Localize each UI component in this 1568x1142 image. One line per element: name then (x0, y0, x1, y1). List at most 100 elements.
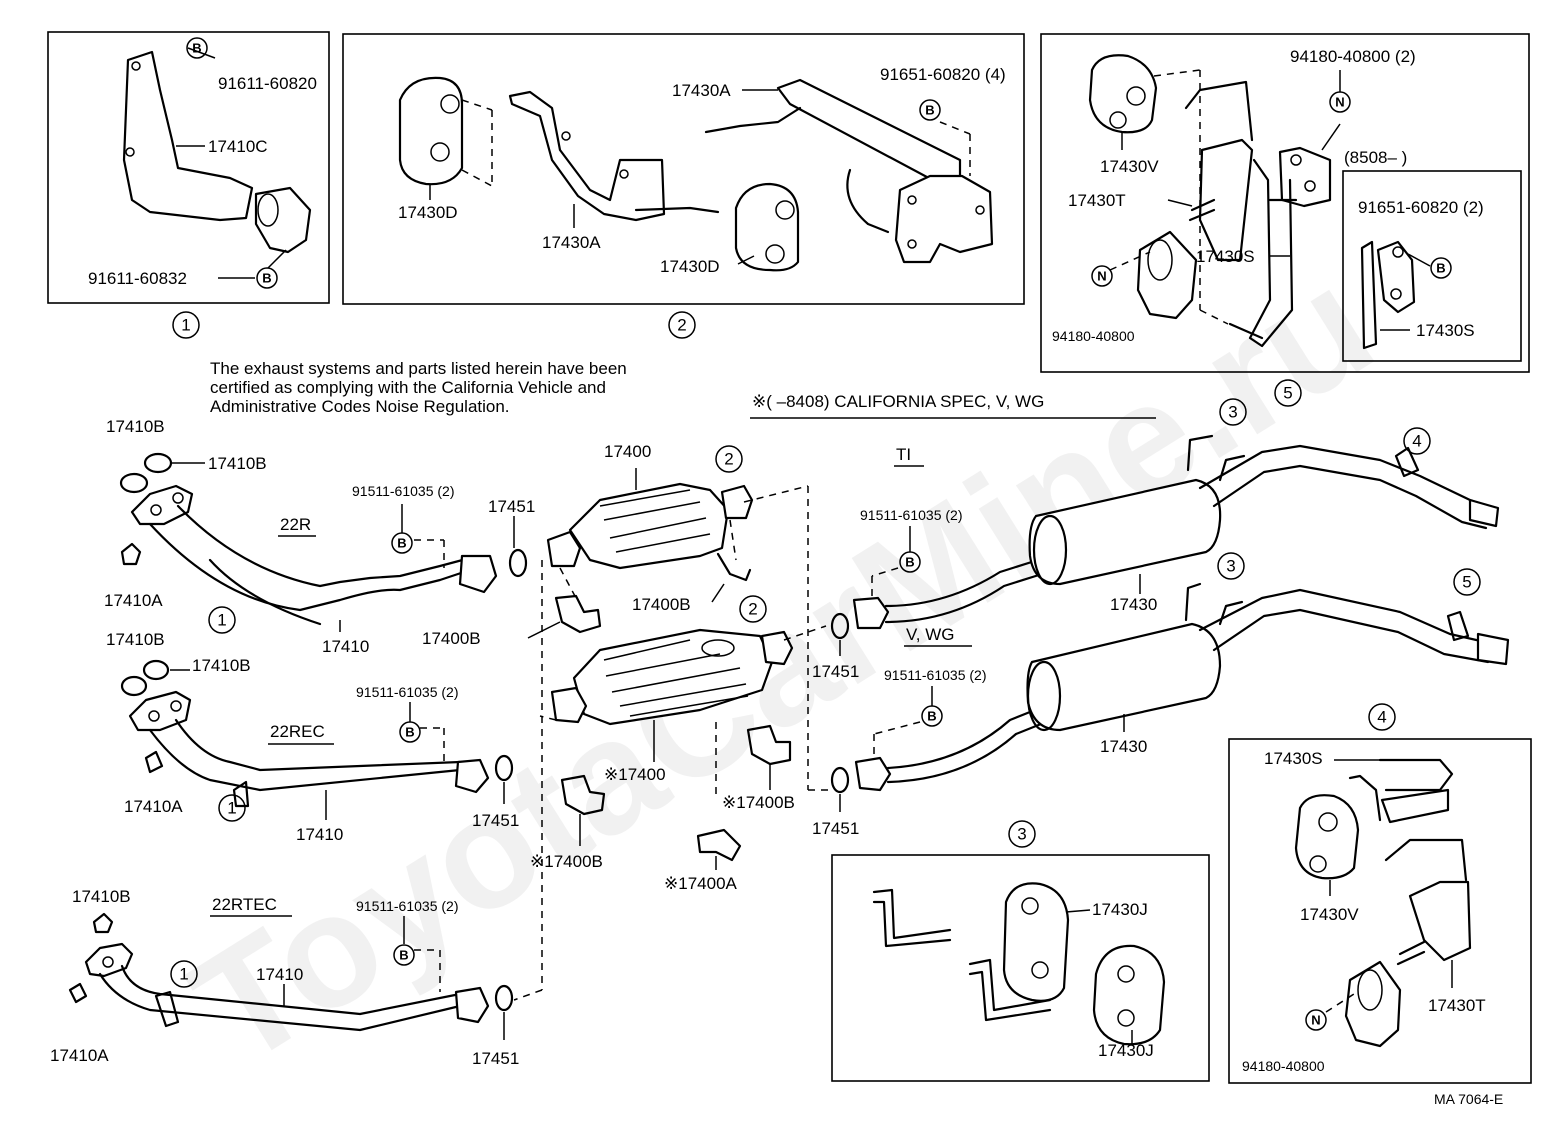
bolt-symbol (393, 944, 415, 966)
rubber-hanger-17430J-b (1092, 944, 1166, 1046)
label-17400B-california-1: ※17400B (722, 793, 795, 812)
label-17430S-c: 17430S (1264, 749, 1323, 768)
row-22rtec: 17410B 17410A 22RTEC 1 17410 91511-61035… (50, 887, 519, 1068)
bolt-symbol (921, 705, 943, 727)
callout-number: 2 (677, 316, 686, 335)
inset-3-hangers: 3 17430J 17430J (831, 820, 1210, 1082)
bracket-17430T (1198, 138, 1254, 262)
rubber-hanger-17430V-a (1088, 54, 1158, 134)
gasket-17451 (494, 984, 514, 1012)
gasket-17451 (508, 548, 528, 578)
callout-circle (1368, 703, 1396, 731)
vwg-label: V, WG (906, 625, 955, 644)
engine-22r-label: 22R (280, 515, 311, 534)
label-17430S-b: 17430S (1416, 321, 1475, 340)
nut-symbol-letter: N (1311, 1013, 1320, 1028)
label-17410A-2: 17410A (124, 797, 183, 816)
inset-2-frame (342, 33, 1025, 305)
bolt-symbol-letter: B (262, 271, 271, 286)
label-17400-california: ※17400 (604, 765, 666, 784)
note-line-1: The exhaust systems and parts listed her… (210, 359, 627, 378)
label-17410B-2: 17410B (208, 454, 267, 473)
label-94180-40800-b: 94180-40800 (1242, 1058, 1325, 1074)
engine-22rtec-label: 22RTEC (212, 895, 277, 914)
label-91611-60820: 91611-60820 (218, 74, 317, 93)
muffler-body-ti (1028, 478, 1222, 586)
flange-22r-rear (458, 554, 498, 594)
inset-1-frame (47, 31, 330, 304)
callout-number: 5 (1462, 573, 1471, 592)
muffler-17430-ti: 17430 3 4 (852, 398, 1500, 630)
callout-number: 2 (748, 600, 757, 619)
plate-5 (1278, 146, 1332, 208)
callout-circle (170, 960, 198, 988)
label-17410B-3: 17410B (106, 630, 165, 649)
label-17430D-a: 17430D (398, 203, 458, 222)
label-91611-60832: 91611-60832 (88, 269, 187, 288)
label-91511-61035-2: 91511-61035 (2) (860, 507, 962, 523)
callout-number: 1 (179, 965, 188, 984)
mount-plate (894, 174, 994, 264)
gasket-17410B (92, 912, 114, 934)
callout-circle (172, 311, 200, 339)
label-17400B-1: 17400B (422, 629, 481, 648)
callout-circle (1274, 379, 1302, 407)
gasket-17451 (830, 612, 850, 640)
label-17410B-1: 17410B (106, 417, 165, 436)
label-17451-3: 17451 (472, 811, 519, 830)
bolt-symbol (899, 551, 921, 573)
converter-17400: 17400 2 17400B 17400B (422, 442, 809, 648)
callout-circle (1403, 427, 1431, 455)
clamp-4 (1344, 960, 1402, 1048)
label-91511-61035-1: 91511-61035 (2) (352, 483, 454, 499)
engine-22rec-label: 22REC (270, 722, 325, 741)
row-22r: 17410B 17410B 17410A 22R 1 17410 B 91511… (104, 417, 535, 656)
label-17451-1: 17451 (488, 497, 535, 516)
nut-17410A (120, 542, 142, 566)
bracket-17400B-california (560, 774, 606, 816)
label-17430A-a: 17430A (672, 81, 731, 100)
label-91511-61035-3: 91511-61035 (2) (356, 684, 458, 700)
label-17430S-a: 17430S (1196, 247, 1255, 266)
label-17430V-b: 17430V (1300, 905, 1359, 924)
callout-circle (715, 445, 743, 473)
label-17410C: 17410C (208, 137, 268, 156)
label-91651-60820-4: 91651-60820 (4) (880, 65, 1006, 84)
hanger-plate (1376, 240, 1416, 314)
flange-22rec-rear (454, 758, 490, 794)
clamp-shape (254, 186, 312, 254)
flange-22rec (128, 690, 192, 732)
gasket-17410B (120, 675, 148, 697)
label-17430-2: 17430 (1100, 737, 1147, 756)
callout-number: 5 (1283, 384, 1292, 403)
inset-4-frame (1228, 738, 1532, 1084)
bracket-17410C-shape (122, 50, 254, 222)
diagram-code: MA 7064-E (1434, 1091, 1503, 1107)
flange-22r (130, 484, 194, 526)
flange-22rtec (84, 942, 134, 978)
bolt-symbol-letter: B (1436, 261, 1445, 276)
inset-5-subframe (1342, 170, 1522, 362)
label-17451-6: 17451 (812, 819, 859, 838)
label-17430-1: 17430 (1110, 595, 1157, 614)
label-17451-2: 17451 (812, 662, 859, 681)
bolt-symbol-letter: B (905, 555, 914, 570)
gasket-17410B (119, 472, 149, 494)
callout-number: 1 (227, 799, 236, 818)
nut-symbol (1091, 265, 1113, 287)
callout-circle (739, 595, 767, 623)
bolt-symbol (186, 37, 208, 59)
label-17430T-b: 17430T (1428, 996, 1486, 1015)
bolt-symbol-letter: B (397, 536, 406, 551)
note-line-2: certified as complying with the Californ… (210, 378, 606, 397)
label-17410-2: 17410 (296, 825, 343, 844)
bracket-17430A-a (508, 90, 666, 222)
label-17430D-b: 17430D (660, 257, 720, 276)
label-17400A-california: ※17400A (664, 874, 738, 893)
row-22rec: 17410B 17410B 17410A 1 22REC 17410 91511… (106, 630, 519, 844)
note-line-3: Administrative Codes Noise Regulation. (210, 397, 510, 416)
callout-number: 2 (724, 450, 733, 469)
date-range-label: (8508– ) (1344, 148, 1407, 167)
callout-circle (1219, 398, 1247, 426)
